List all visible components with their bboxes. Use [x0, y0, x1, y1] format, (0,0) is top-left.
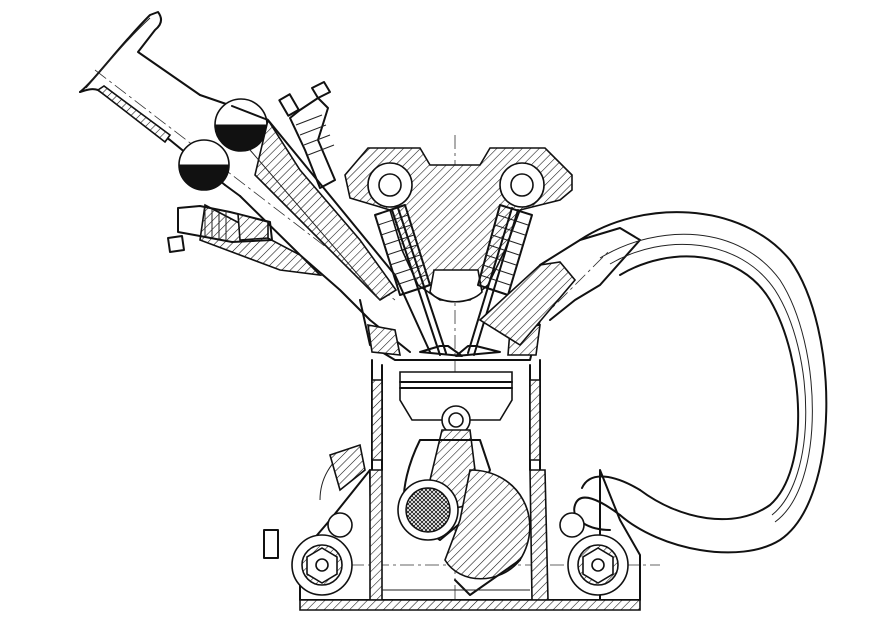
- intake-valve: [391, 207, 463, 357]
- balance-shafts: [263, 512, 629, 596]
- crankcase: [299, 443, 641, 611]
- cylinder-block: [371, 359, 541, 471]
- cylinder-head: [344, 147, 573, 361]
- valves: [391, 207, 519, 357]
- left-balance-shaft: [263, 512, 353, 596]
- lower-injector: [167, 205, 273, 253]
- intake-trumpet: [79, 11, 241, 197]
- exhaust-valve: [455, 207, 519, 357]
- right-balance-shaft: [559, 512, 629, 596]
- upper-injector: [278, 81, 336, 189]
- exhaust-pipe: [573, 211, 828, 554]
- intake-valve-spring: [374, 204, 431, 296]
- fuel-injectors: [167, 81, 336, 253]
- throttle-butterflies: [178, 98, 268, 191]
- piston: [399, 371, 513, 435]
- crankshaft: [397, 469, 531, 596]
